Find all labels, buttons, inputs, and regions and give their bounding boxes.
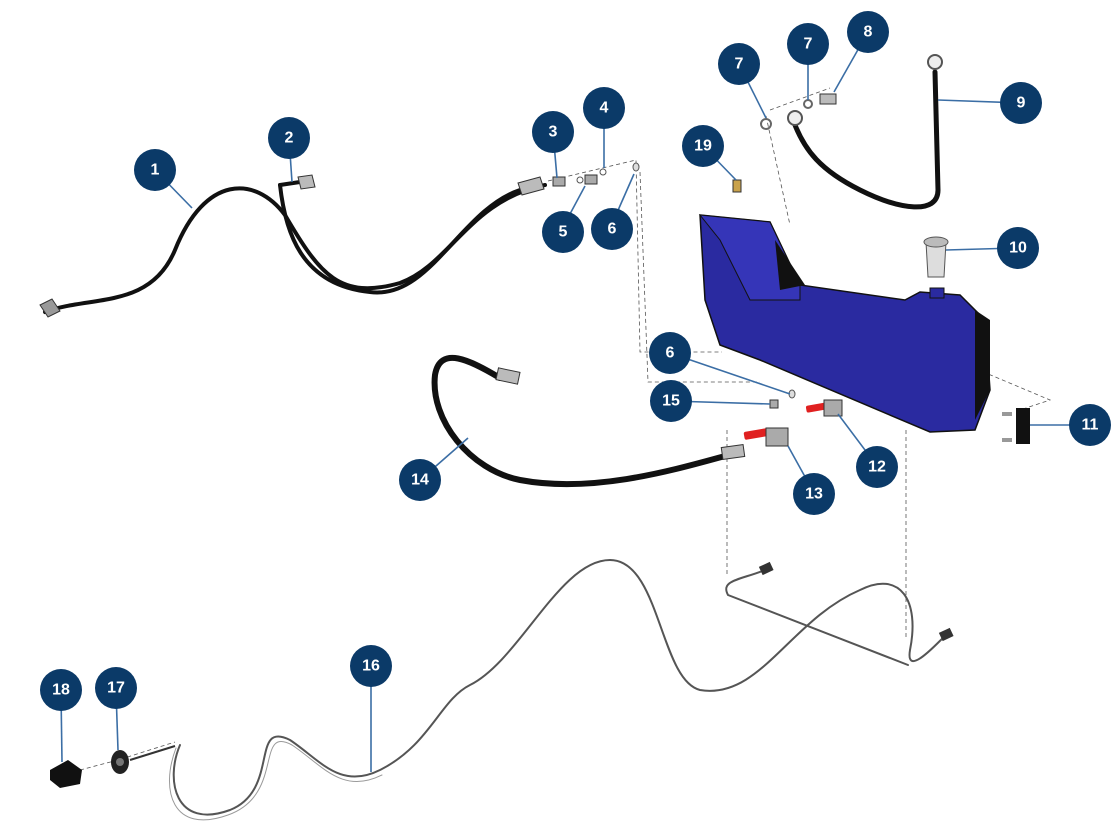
small-fittings <box>552 162 640 187</box>
svg-text:8: 8 <box>864 24 873 41</box>
svg-text:6: 6 <box>608 221 617 238</box>
callout-13: 13 <box>793 473 835 515</box>
valve-12 <box>805 399 843 417</box>
callout-8: 8 <box>847 11 889 53</box>
svg-text:7: 7 <box>804 36 813 53</box>
svg-text:12: 12 <box>868 459 886 476</box>
callout-9: 9 <box>1000 82 1042 124</box>
callout-10: 10 <box>997 227 1039 269</box>
callout-7-right: 7 <box>787 23 829 65</box>
callout-17: 17 <box>95 667 137 709</box>
callout-5: 5 <box>542 211 584 253</box>
svg-text:5: 5 <box>559 224 568 241</box>
fuel-tank <box>698 214 991 433</box>
svg-text:2: 2 <box>285 130 294 147</box>
svg-text:3: 3 <box>549 124 558 141</box>
callout-1: 1 <box>134 149 176 191</box>
svg-text:16: 16 <box>362 658 380 675</box>
callout-14: 14 <box>399 459 441 501</box>
svg-text:19: 19 <box>694 138 712 155</box>
fitting-19 <box>732 179 742 193</box>
svg-text:10: 10 <box>1009 240 1027 257</box>
valve-13 <box>743 427 789 447</box>
knob-18 <box>50 760 82 788</box>
callout-11: 11 <box>1069 404 1111 446</box>
fitting-15 <box>769 389 796 409</box>
callout-18: 18 <box>40 669 82 711</box>
hose-14 <box>431 354 746 488</box>
grommet-17 <box>111 745 176 774</box>
svg-text:4: 4 <box>600 100 609 117</box>
svg-text:13: 13 <box>805 486 823 503</box>
svg-text:11: 11 <box>1082 417 1099 434</box>
callout-7-left: 7 <box>718 43 760 85</box>
sight-gauge-11 <box>1002 408 1030 444</box>
callout-6-lower: 6 <box>649 332 691 374</box>
hose-9 <box>760 54 943 210</box>
svg-text:7: 7 <box>735 56 744 73</box>
cable-16 <box>169 558 954 821</box>
callout-15: 15 <box>650 380 692 422</box>
fitting-2 <box>278 174 316 190</box>
svg-text:18: 18 <box>52 682 70 699</box>
callout-19: 19 <box>682 125 724 167</box>
hose-assembly-1 <box>39 176 547 318</box>
svg-text:6: 6 <box>666 345 675 362</box>
svg-text:15: 15 <box>662 393 680 410</box>
svg-text:17: 17 <box>107 680 125 697</box>
callout-16: 16 <box>350 645 392 687</box>
callout-12: 12 <box>856 446 898 488</box>
callout-2: 2 <box>268 117 310 159</box>
callout-3: 3 <box>532 111 574 153</box>
callout-4: 4 <box>583 87 625 129</box>
callouts: 1 2 3 4 5 6 7 7 8 9 10 11 12 13 14 15 6 … <box>40 11 1111 711</box>
svg-text:1: 1 <box>151 162 160 179</box>
svg-text:14: 14 <box>411 472 429 489</box>
svg-text:9: 9 <box>1017 95 1026 112</box>
callout-6-upper: 6 <box>591 208 633 250</box>
filler-cap-10 <box>923 236 949 278</box>
